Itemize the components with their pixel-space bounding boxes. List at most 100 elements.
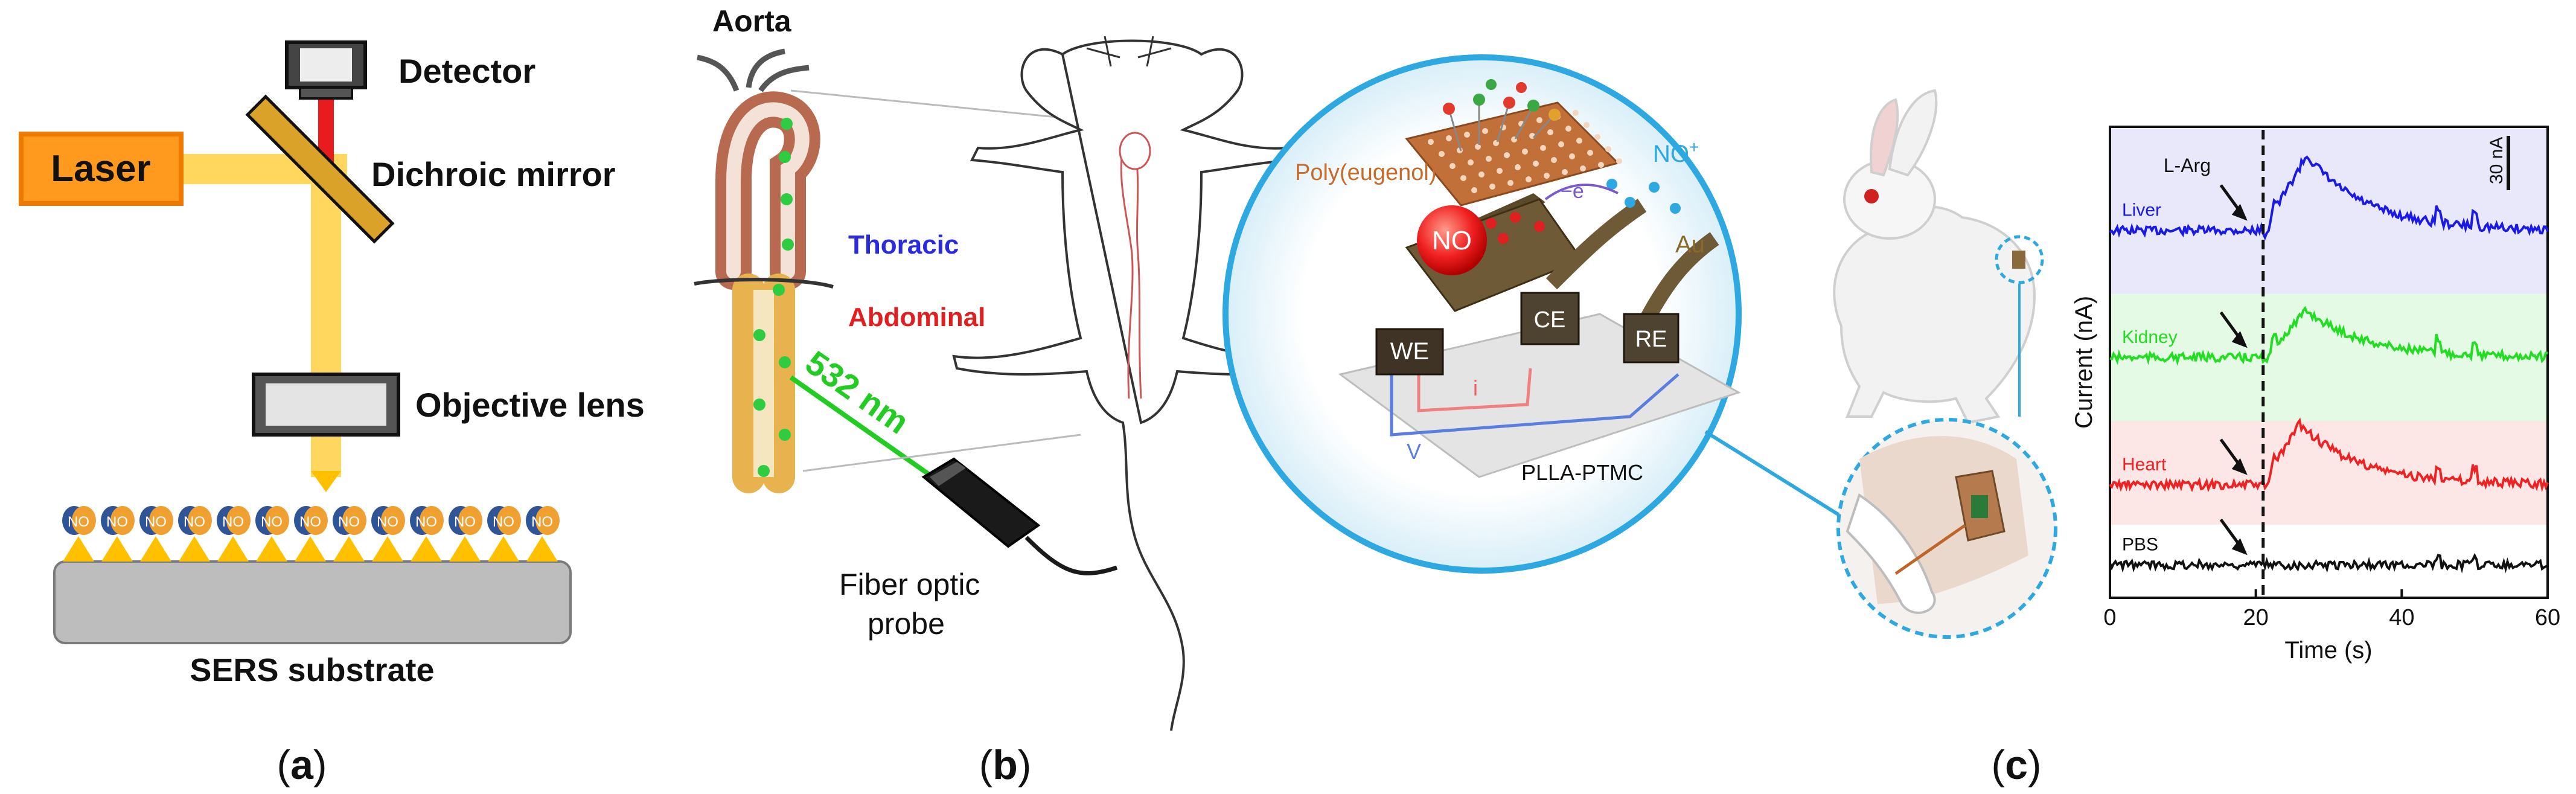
rabbit-ear-front — [1888, 89, 1938, 177]
fiber-optic-probe — [921, 457, 1118, 575]
sers-molecule-label: NO — [377, 514, 398, 530]
series-line — [2109, 552, 2548, 574]
objective-lens-face — [266, 383, 386, 426]
diaphragm-line — [694, 278, 834, 289]
injection-arrow — [2219, 184, 2248, 221]
re-label: RE — [1635, 327, 1667, 352]
x-tick-label: 20 — [2243, 605, 2269, 630]
sers-molecule: NO — [139, 506, 173, 562]
laser-box — [19, 132, 184, 206]
sers-molecule-label: NO — [184, 514, 205, 530]
sers-molecule: NO — [101, 506, 135, 562]
x-axis-label: Time (s) — [2284, 637, 2372, 664]
sers-molecule-label: NO — [338, 514, 360, 530]
sers-molecule: NO — [294, 506, 328, 562]
implant-chip — [1971, 495, 1988, 518]
injection-arrow — [2219, 518, 2248, 555]
sers-molecule: NO — [217, 506, 251, 562]
guide-line-bottom — [802, 434, 1081, 472]
scale-bar: 30 nA — [2487, 136, 2510, 190]
laser-beam-lower — [311, 435, 341, 477]
rabbit-eye — [1864, 189, 1879, 203]
sers-molecule-label: NO — [261, 514, 283, 530]
injection-arrow — [2219, 438, 2248, 475]
dichroic-mirror — [245, 94, 395, 244]
au-label: Au — [1675, 231, 1705, 258]
sample-points — [753, 118, 794, 477]
series-band — [2110, 293, 2548, 421]
aortic-branches — [697, 48, 810, 92]
device-callout-small — [1995, 235, 2044, 284]
l-arg-label: L-Arg — [2164, 155, 2211, 176]
scale-bar-label: 30 nA — [2487, 137, 2507, 184]
poly-eugenol-label: Poly(eugenol) — [1295, 160, 1436, 185]
panel-c-label: (c) — [1991, 742, 2041, 788]
dichroic-mirror-label: Dichroic mirror — [371, 155, 616, 193]
circuit-line-blue — [1390, 373, 1680, 437]
detector-base — [299, 86, 353, 100]
bone-shape — [1846, 493, 1936, 614]
objective-lens-label: Objective lens — [415, 386, 645, 424]
aorta-label: Aorta — [712, 4, 792, 38]
sers-molecule: NO — [178, 506, 212, 562]
implant-wire — [1894, 523, 1966, 575]
no-label: NO — [1432, 226, 1472, 255]
x-tick-label: 60 — [2535, 605, 2560, 630]
re-pad — [1623, 313, 1680, 363]
series-line — [2109, 417, 2549, 493]
ce-label: CE — [1534, 307, 1566, 333]
sers-molecule-label: NO — [454, 514, 476, 530]
we-pad — [1375, 328, 1444, 376]
x-tick-label: 40 — [2389, 605, 2414, 630]
sers-molecule: NO — [371, 506, 405, 562]
rat-drawing — [952, 36, 1309, 731]
abdominal-label: Abdominal — [848, 303, 985, 332]
implant-small — [2012, 251, 2025, 269]
y-axis-label: Current (nA) — [2071, 296, 2097, 429]
circuit-line-red — [1417, 368, 1532, 412]
sers-molecule: NO — [487, 506, 521, 562]
plla-ptmc-label: PLLA-PTMC — [1521, 460, 1643, 485]
injection-arrow — [2219, 311, 2248, 348]
ce-lead — [1545, 199, 1647, 290]
probe-label-line1: Fiber optic — [839, 568, 980, 601]
series-band — [2110, 421, 2548, 525]
series-line — [2109, 155, 2549, 241]
sers-molecule: NO — [255, 506, 289, 562]
sers-molecule: NO — [333, 506, 366, 562]
panel-c-device: WE CE RE Poly(eugenol) NO −e− — [1222, 54, 1867, 574]
sers-molecule: NO — [449, 506, 482, 562]
we-label: WE — [1390, 338, 1429, 365]
aorta-lumen — [726, 102, 810, 279]
thoracic-label: Thoracic — [848, 230, 959, 260]
molecule-dots — [1443, 79, 1681, 244]
current-i-label: i — [1473, 376, 1478, 400]
no-plus-label: NO+ — [1653, 138, 1699, 168]
series-label: Liver — [2122, 200, 2161, 220]
chart-frame — [2109, 126, 2549, 599]
panel-b-label: (b) — [979, 742, 1032, 788]
sers-molecule-label: NO — [299, 514, 321, 530]
sers-molecule-label: NO — [68, 514, 89, 530]
voltage-v-label: V — [1407, 439, 1421, 464]
series-label: Kidney — [2122, 327, 2178, 347]
panel-a-label: (a) — [276, 742, 327, 788]
sers-molecule: NO — [410, 506, 444, 562]
sers-molecule-label: NO — [145, 514, 167, 530]
sers-molecule-label: NO — [106, 514, 128, 530]
sers-molecule-label: NO — [493, 514, 514, 530]
sers-molecule: NO — [526, 506, 560, 562]
re-lead — [1641, 232, 1719, 321]
detector-face — [300, 48, 352, 82]
x-tick-label: 0 — [2103, 605, 2116, 630]
guide-line-top — [790, 89, 1063, 119]
rabbit-head — [1843, 159, 1936, 240]
electron-arrow — [1544, 184, 1619, 200]
series-line — [2109, 306, 2548, 366]
focus-cone — [311, 471, 341, 492]
probe-label-line2: probe — [868, 607, 945, 641]
panel-a: Laser Detector Dichroic mirror Objective… — [19, 40, 645, 788]
series-label: Heart — [2122, 455, 2167, 475]
ce-pad — [1520, 292, 1580, 345]
